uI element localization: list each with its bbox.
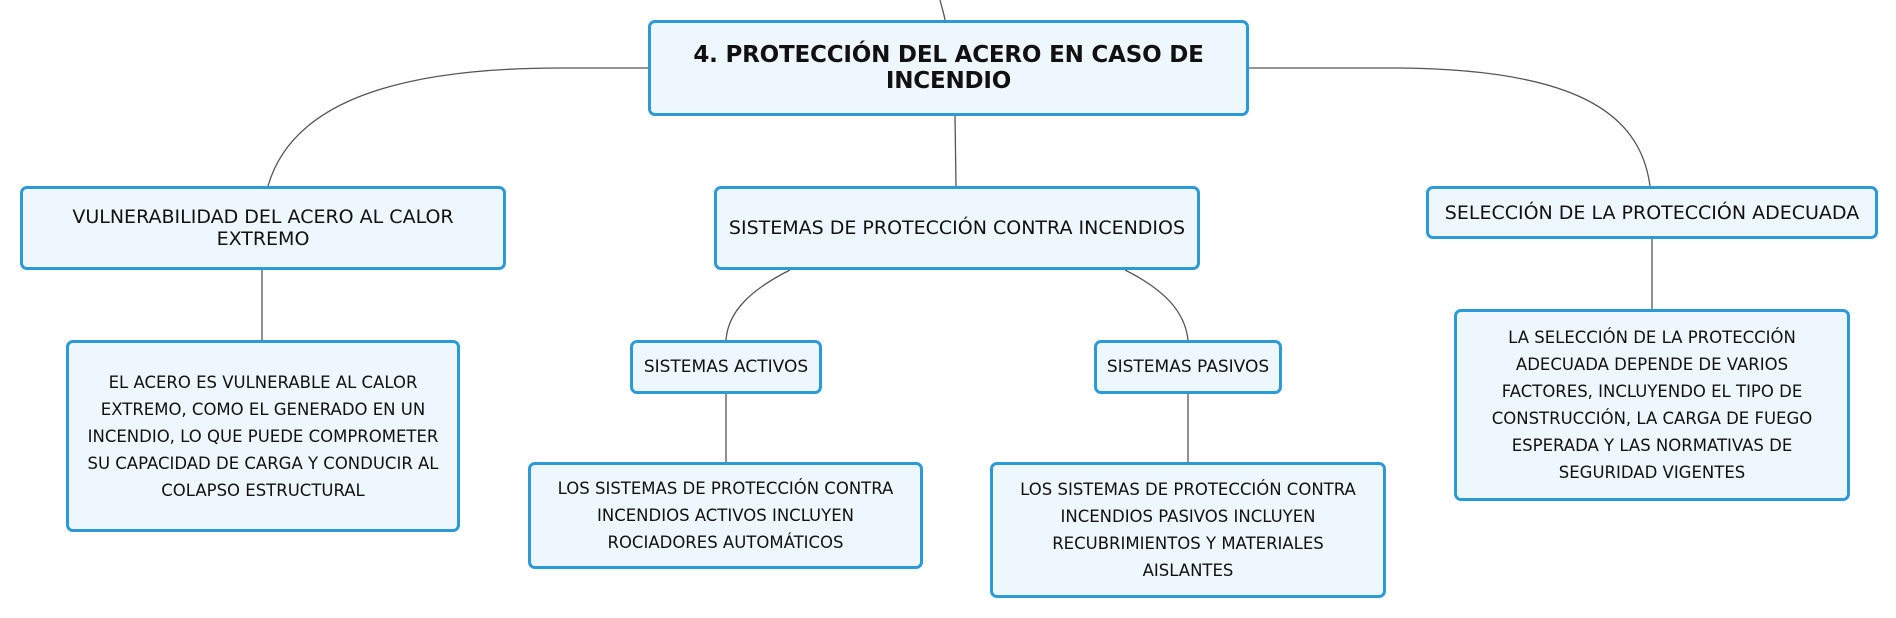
root-node[interactable]: 4. PROTECCIÓN DEL ACERO EN CASO DE INCEN…: [648, 20, 1249, 116]
detail-node-text: LA SELECCIÓN DE LA PROTECCIÓN ADECUADA D…: [1491, 328, 1813, 482]
detail-node-vulnerability[interactable]: EL ACERO ES VULNERABLE AL CALOR EXTREMO,…: [66, 340, 460, 532]
connector-root-vulnerability: [267, 67, 648, 187]
detail-node-selection[interactable]: LA SELECCIÓN DE LA PROTECCIÓN ADECUADA D…: [1454, 309, 1850, 501]
subtopic-node-active-systems[interactable]: SISTEMAS ACTIVOS: [630, 340, 822, 394]
connector-root-systems: [954, 114, 957, 188]
branch-node-protection-systems[interactable]: SISTEMAS DE PROTECCIÓN CONTRA INCENDIOS: [714, 186, 1200, 270]
branch-node-vulnerability[interactable]: VULNERABILIDAD DEL ACERO AL CALOR EXTREM…: [20, 186, 506, 270]
connector-root-selection: [1248, 67, 1651, 187]
subtopic-node-label: SISTEMAS ACTIVOS: [643, 357, 809, 377]
connector-systems-active: [725, 269, 791, 341]
subtopic-node-passive-systems[interactable]: SISTEMAS PASIVOS: [1094, 340, 1282, 394]
connector-systems-passive: [1124, 269, 1189, 341]
subtopic-node-label: SISTEMAS PASIVOS: [1106, 357, 1270, 377]
detail-node-active-systems[interactable]: LOS SISTEMAS DE PROTECCIÓN CONTRA INCEND…: [528, 462, 923, 569]
detail-node-text: EL ACERO ES VULNERABLE AL CALOR EXTREMO,…: [87, 372, 439, 500]
root-node-label: 4. PROTECCIÓN DEL ACERO EN CASO DE INCEN…: [693, 42, 1204, 94]
branch-node-label: VULNERABILIDAD DEL ACERO AL CALOR EXTREM…: [72, 206, 454, 250]
detail-node-passive-systems[interactable]: LOS SISTEMAS DE PROTECCIÓN CONTRA INCEND…: [990, 462, 1386, 598]
branch-node-label: SELECCIÓN DE LA PROTECCIÓN ADECUADA: [1444, 201, 1860, 224]
connector-parent-up: [939, 0, 946, 21]
branch-node-selection[interactable]: SELECCIÓN DE LA PROTECCIÓN ADECUADA: [1426, 186, 1878, 239]
detail-node-text: LOS SISTEMAS DE PROTECCIÓN CONTRA INCEND…: [557, 479, 894, 552]
detail-node-text: LOS SISTEMAS DE PROTECCIÓN CONTRA INCEND…: [1020, 480, 1356, 580]
branch-node-label: SISTEMAS DE PROTECCIÓN CONTRA INCENDIOS: [728, 217, 1186, 239]
